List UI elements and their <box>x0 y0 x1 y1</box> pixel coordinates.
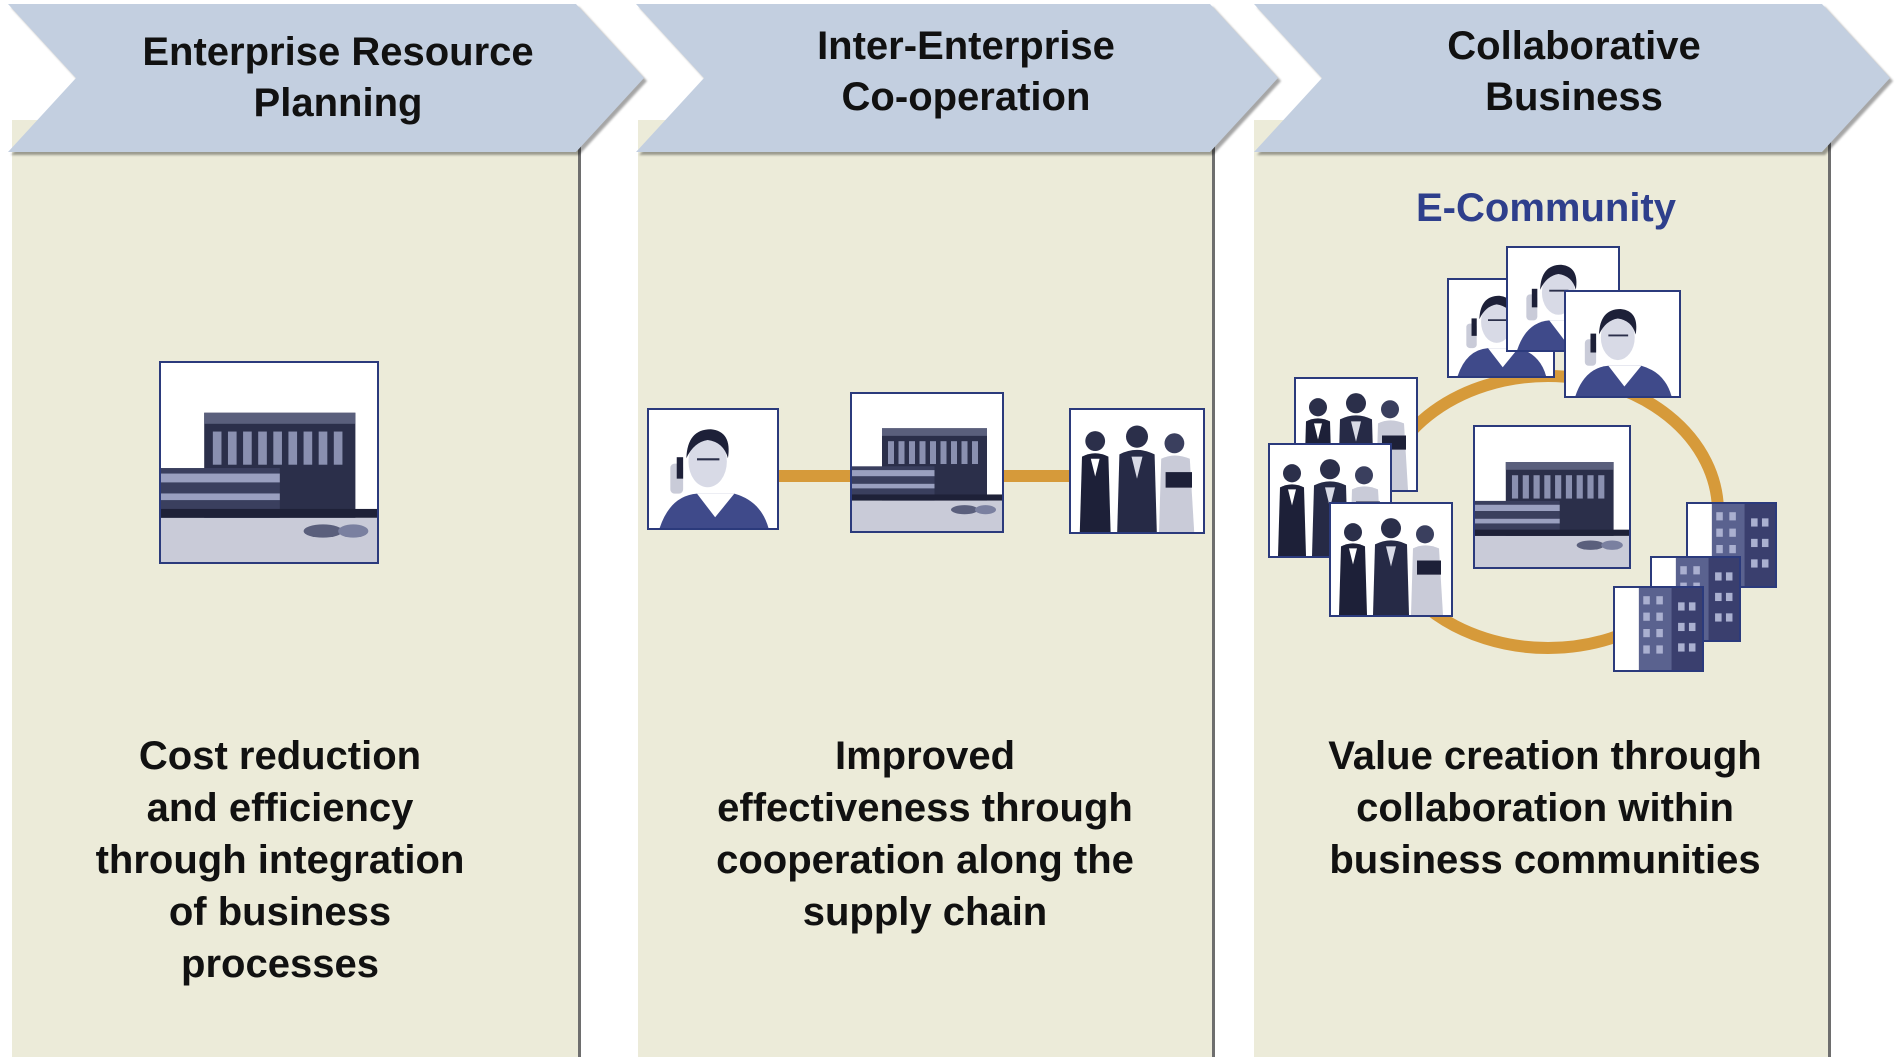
woman-photo <box>647 408 779 530</box>
caption-line: effectiveness through <box>717 786 1133 830</box>
stage-title-collaborative: Collaborative Business <box>1324 0 1824 146</box>
e-community-label: E-Community <box>1416 186 1676 230</box>
building-photo <box>850 392 1004 533</box>
office-tower-photo <box>1613 586 1704 672</box>
stage-panel-inter-enterprise <box>638 120 1212 1057</box>
stage-title-inter-enterprise: Inter-Enterprise Co-operation <box>706 0 1226 146</box>
stage-title-line2: Co-operation <box>841 75 1091 119</box>
building-photo <box>159 361 379 564</box>
caption-line: through integration <box>95 838 465 882</box>
stage-caption-collaborative: Value creation through collaboration wit… <box>1275 730 1815 886</box>
stage-header-collaborative: Collaborative Business <box>1254 4 1890 152</box>
caption-line: Value creation through <box>1328 734 1762 778</box>
stage-panel-erp <box>12 120 578 1057</box>
caption-line: supply chain <box>802 890 1048 934</box>
stage-title-line2: Business <box>1485 75 1663 119</box>
group-photo <box>1329 502 1453 617</box>
stage-caption-erp: Cost reduction and efficiency through in… <box>40 730 520 990</box>
caption-line: Cost reduction <box>138 734 422 778</box>
stage-title-line1: Collaborative <box>1447 24 1701 68</box>
caption-line: and efficiency <box>146 786 414 830</box>
stage-title-line2: Planning <box>253 81 423 125</box>
group-photo <box>1069 408 1205 534</box>
stage-caption-inter-enterprise: Improved effectiveness through cooperati… <box>665 730 1185 938</box>
caption-line: Improved <box>834 734 1016 778</box>
caption-line: of business <box>168 890 392 934</box>
stage-title-line1: Enterprise Resource <box>142 30 534 74</box>
woman-photo <box>1564 290 1681 398</box>
caption-line: cooperation along the <box>716 838 1134 882</box>
stage-title-line1: Inter-Enterprise <box>817 24 1115 68</box>
building-photo <box>1473 425 1631 569</box>
caption-line: collaboration within <box>1356 786 1734 830</box>
stage-header-erp: Enterprise Resource Planning <box>8 4 644 152</box>
caption-line: processes <box>181 942 379 986</box>
stage-header-inter-enterprise: Inter-Enterprise Co-operation <box>636 4 1278 152</box>
stage-title-erp: Enterprise Resource Planning <box>78 4 598 152</box>
caption-line: business communities <box>1329 838 1761 882</box>
